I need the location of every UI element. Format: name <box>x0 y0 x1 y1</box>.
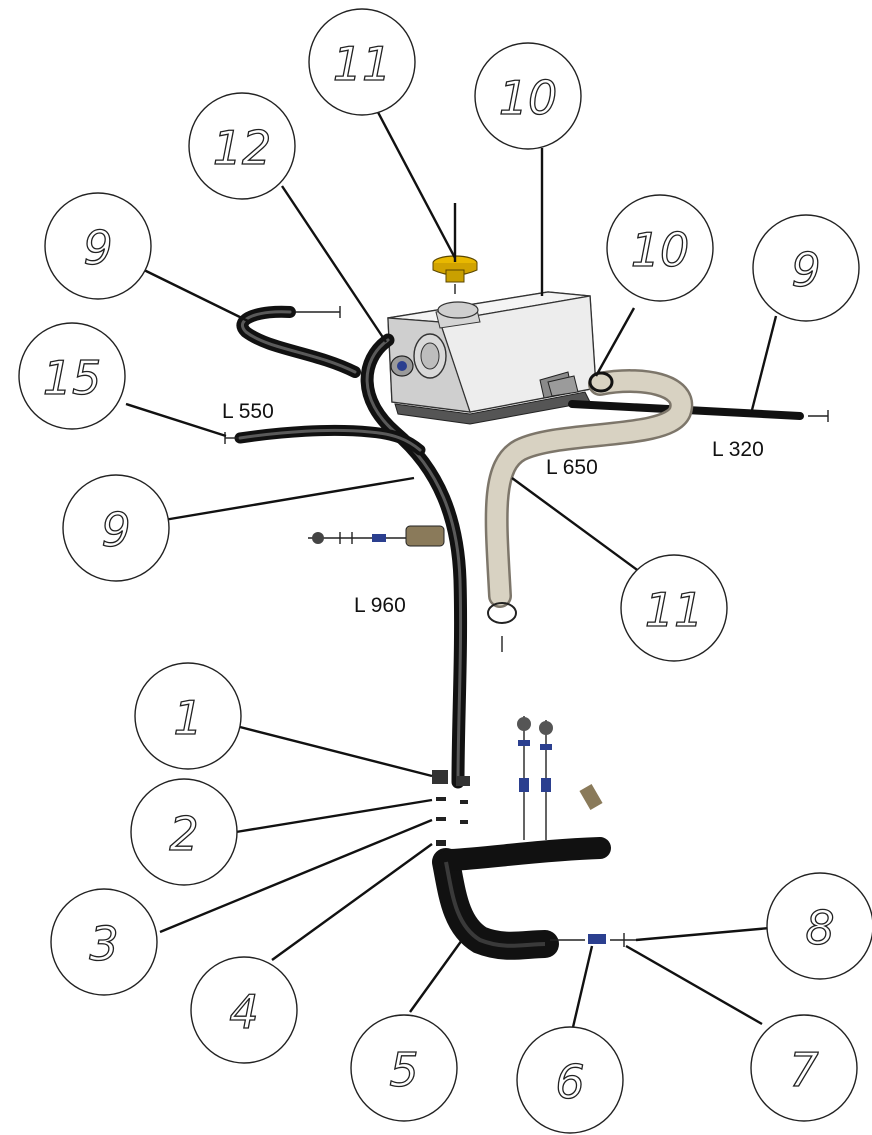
lower-pipe-5 <box>432 837 640 960</box>
callout-6: 6 <box>516 1026 624 1134</box>
callout-4-label: 4 <box>229 985 258 1039</box>
callout-9-top-label: 9 <box>83 221 112 275</box>
callout-15: 15 <box>18 322 126 430</box>
dimension-l960: L 960 <box>354 594 406 617</box>
callout-13: 11 <box>308 8 416 116</box>
callout-9-right: 9 <box>752 214 860 322</box>
bolt-fitting <box>308 525 445 547</box>
callout-1-label: 1 <box>173 691 202 745</box>
dimension-l650: L 650 <box>546 456 598 479</box>
callout-9-mid: 9 <box>62 474 170 582</box>
callout-3-label: 3 <box>89 917 118 971</box>
dimension-l550: L 550 <box>222 400 274 423</box>
clamp-10 <box>547 371 614 397</box>
callout-10: 10 <box>606 194 714 302</box>
fastener-stack <box>432 770 470 846</box>
callout-11-label: 11 <box>645 583 704 637</box>
hose-9-l960 <box>360 333 468 789</box>
callout-1: 1 <box>134 662 242 770</box>
callout-9-right-label: 9 <box>791 243 820 297</box>
dimension-l320: L 320 <box>712 438 764 461</box>
callout-15-label: 15 <box>43 351 102 405</box>
callout-8: 8 <box>766 872 872 980</box>
clear-hose-11-l650 <box>484 369 694 652</box>
callout-5-label: 5 <box>389 1043 418 1097</box>
callout-2: 2 <box>130 778 238 886</box>
mounting-bolts <box>517 716 603 840</box>
callout-6-label: 6 <box>555 1055 584 1109</box>
filler-cap <box>432 255 478 294</box>
callout-4: 4 <box>190 956 298 1064</box>
callout-9-mid-label: 9 <box>101 503 130 557</box>
callout-9-top: 9 <box>44 192 152 300</box>
callout-5: 5 <box>350 1014 458 1122</box>
callout-12: 10 <box>474 42 582 150</box>
callout-10-label: 10 <box>631 223 690 277</box>
hose-9-top <box>236 305 361 378</box>
callout-8-label: 8 <box>805 901 834 955</box>
callout-14-label: 12 <box>213 121 272 175</box>
callout-7: 7 <box>750 1014 858 1122</box>
hose-9-l320 <box>568 400 829 422</box>
hose-15-l550 <box>224 424 426 456</box>
callout-2-label: 2 <box>169 807 198 861</box>
expansion-tank <box>387 291 597 425</box>
callout-13-label: 11 <box>333 37 392 91</box>
callout-12-label: 10 <box>499 71 558 125</box>
callout-11: 11 <box>620 554 728 662</box>
callout-14: 12 <box>188 92 296 200</box>
callout-7-label: 7 <box>789 1043 818 1097</box>
callout-3: 3 <box>50 888 158 996</box>
